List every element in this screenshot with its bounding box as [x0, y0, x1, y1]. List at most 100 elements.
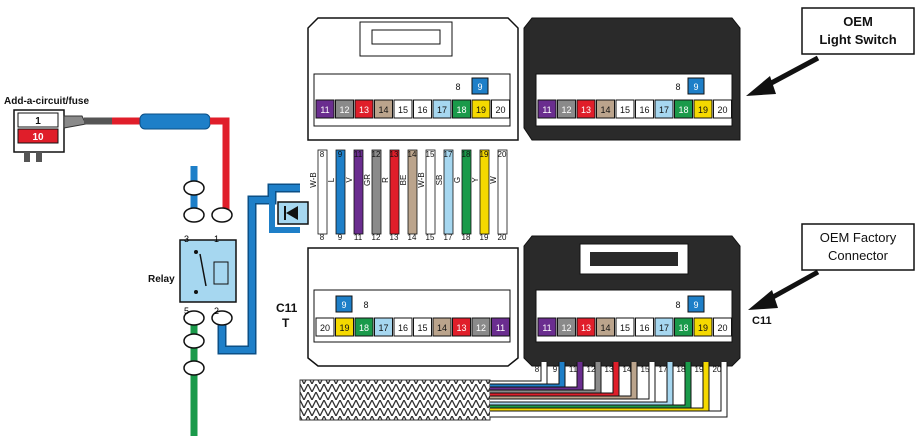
wire-color-labels: 88W-B99L1111V1212GR1313R1414BE1515W-B171…: [309, 150, 507, 242]
wire-color-9: L: [327, 177, 336, 182]
harness-top-pin-cell-15: [393, 99, 413, 119]
harness-bottom-pin-num-16: 16: [398, 323, 408, 333]
factory-wire-num-17: 17: [659, 365, 668, 374]
harness-wire-11: [353, 149, 364, 235]
callout-switch-line1: OEM: [843, 14, 873, 29]
harness-bottom-pin-num-15: 15: [417, 323, 427, 333]
harness-bottom-pin-num-18: 18: [359, 323, 369, 333]
butt-connector: [139, 113, 211, 130]
callout-factory-line1: OEM Factory: [820, 230, 897, 245]
harness-top-pin-num-14: 14: [378, 105, 388, 115]
factory-pin-num-19: 19: [698, 323, 708, 333]
harness-top-pin-cell-18: [452, 99, 471, 119]
factory-pin-cell-12: [557, 317, 576, 337]
factory-wire-num-13: 13: [605, 365, 614, 374]
wire-pin-20: 20: [498, 150, 507, 159]
switch-pin-cell-11: [537, 99, 557, 119]
add-a-circuit-label: Add-a-circuit/fuse: [4, 96, 89, 107]
switch-pin-cell-18: [674, 99, 693, 119]
harness-wire-14: [407, 149, 418, 235]
wire-color-12: GR: [363, 174, 372, 186]
c11-right-label: C11: [752, 315, 772, 327]
wire-pin-19: 19: [480, 150, 489, 159]
factory-pin-cell-20: [713, 317, 732, 337]
wire-pin-8: 8: [320, 150, 325, 159]
switch-pin-num-15: 15: [620, 105, 630, 115]
factory-pin-9: 9: [693, 300, 698, 310]
factory-wire-num-15: 15: [641, 365, 650, 374]
pin-8-bottom: 8: [363, 300, 368, 310]
wire-pin-18: 18: [462, 150, 471, 159]
relay-pin-1: 1: [214, 234, 219, 244]
factory-wires: [490, 362, 728, 418]
c11-t-label-bottom: T: [282, 316, 290, 330]
factory-pin-num-17: 17: [659, 323, 669, 333]
harness-wire-17: [443, 149, 454, 235]
wire-pin-9: 9: [338, 150, 343, 159]
harness-bottom-pin-num-20: 20: [320, 323, 330, 333]
harness-bottom-pin-cell-15: [413, 317, 432, 337]
c11-t-label-top: C11: [276, 301, 298, 315]
wire-color-20: W: [489, 176, 498, 184]
factory-pin-cell-15: [615, 317, 635, 337]
harness-wire-13: [389, 149, 400, 235]
diode: [277, 201, 309, 225]
harness-bottom-pin-cell-18: [354, 317, 374, 337]
factory-pin-cell-11: [537, 317, 557, 337]
pin-9-bottom: 9: [341, 300, 346, 310]
wire-pin-14: 14: [408, 150, 417, 159]
switch-pin-cell-14: [596, 99, 615, 119]
fuse-slot-10-label: 10: [32, 132, 44, 143]
wire-pin-13: 13: [390, 150, 399, 159]
factory-pin-cell-17: [654, 317, 674, 337]
wire-pin-bottom-14: 14: [408, 233, 417, 242]
switch-pin-cell-16: [635, 99, 654, 119]
switch-pin-num-17: 17: [659, 105, 669, 115]
harness-top-pin-num-20: 20: [495, 105, 505, 115]
harness-wire-18: [461, 149, 472, 235]
factory-wire-num-9: 9: [553, 365, 558, 374]
factory-wire-num-8: 8: [535, 365, 540, 374]
factory-pin-num-15: 15: [620, 323, 630, 333]
harness-bottom-pin-num-14: 14: [437, 323, 447, 333]
callout-switch-line2: Light Switch: [819, 32, 896, 47]
relay-pin-5: 5: [184, 306, 189, 316]
switch-pin-num-14: 14: [600, 105, 610, 115]
factory-wire-20: [490, 362, 727, 417]
harness-bottom-pin-cell-14: [432, 317, 452, 337]
harness-top-pin-cell-16: [413, 99, 432, 119]
harness-bottom-pin-cell-13: [452, 317, 471, 337]
switch-pin-cell-15: [615, 99, 635, 119]
factory-pin-cell-19: [693, 317, 713, 337]
harness-top-pin-num-19: 19: [476, 105, 486, 115]
harness-bottom-pin-cell-16: [393, 317, 413, 337]
factory-pin-num-16: 16: [639, 323, 649, 333]
harness-top-pin-cell-17: [432, 99, 452, 119]
factory-pin-cell-13: [576, 317, 596, 337]
factory-pin-cell-14: [596, 317, 615, 337]
factory-pin-num-11: 11: [542, 323, 551, 333]
harness-top-pin-cell-20: [491, 99, 510, 119]
harness-top-pin-num-15: 15: [398, 105, 408, 115]
switch-pin-num-20: 20: [717, 105, 727, 115]
harness-wire-20: [497, 149, 508, 235]
switch-pin-num-12: 12: [561, 105, 571, 115]
harness-top-pin-num-16: 16: [417, 105, 427, 115]
switch-pin-num-13: 13: [581, 105, 591, 115]
wire-color-15: W-B: [417, 172, 426, 187]
switch-pin-8: 8: [675, 82, 680, 92]
harness-top-pin-cell-19: [471, 99, 491, 119]
oem-factory-connector: [523, 235, 741, 367]
callout-factory-line2: Connector: [828, 248, 889, 263]
pin-9-top: 9: [477, 82, 482, 92]
switch-pin-num-18: 18: [678, 105, 688, 115]
factory-pin-num-20: 20: [717, 323, 727, 333]
wire-color-18: G: [453, 177, 462, 183]
harness-bottom-pin-cell-19: [335, 317, 354, 337]
harness-top-pin-cell-12: [335, 99, 354, 119]
